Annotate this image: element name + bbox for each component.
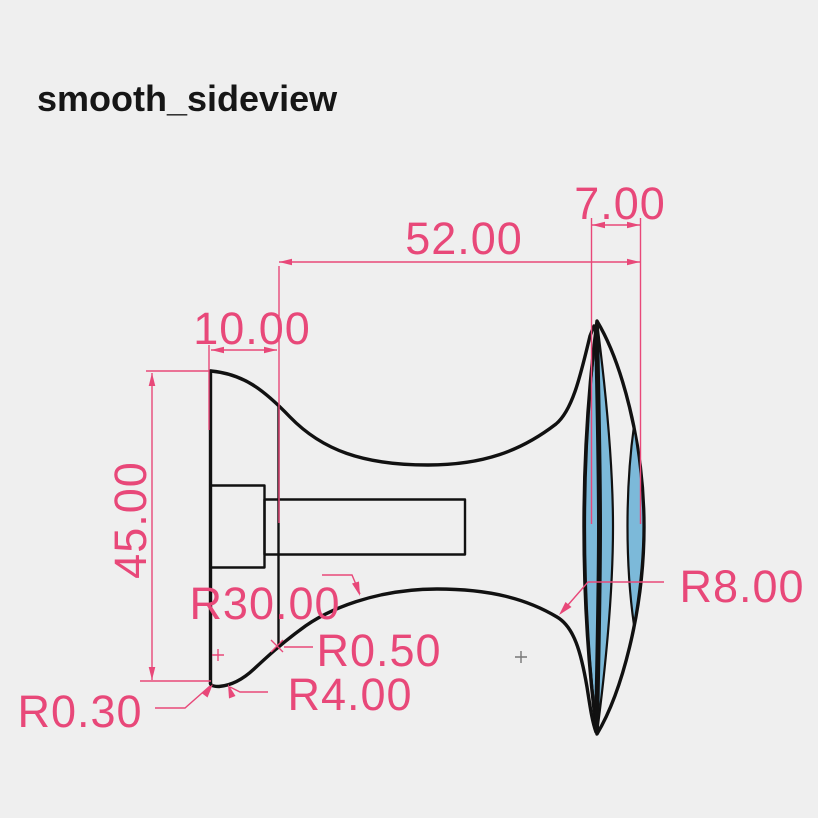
- arrow-10-right: [264, 346, 277, 354]
- arrow-10-left: [211, 346, 224, 354]
- arrow-45-top: [148, 373, 156, 386]
- center-point-marker-pink: [212, 649, 224, 661]
- dim-label-r8[interactable]: R8.00: [679, 561, 804, 612]
- arrow-r4: [228, 684, 236, 699]
- arrow-r8: [559, 602, 572, 615]
- cap-back-face-highlight[interactable]: [626, 425, 645, 626]
- dim-label-45[interactable]: 45.00: [105, 461, 156, 579]
- arrow-52-right: [627, 258, 640, 266]
- center-point-marker-gray: [515, 651, 527, 663]
- arrow-r30: [352, 581, 360, 596]
- dim-label-r050[interactable]: R0.50: [316, 625, 441, 676]
- marker-r050-point: [270, 639, 284, 653]
- arrow-52-left: [279, 258, 292, 266]
- arrow-r030: [201, 684, 213, 698]
- bottom-profile-edge[interactable]: [208, 587, 598, 734]
- screw-head-outline[interactable]: [209, 484, 266, 569]
- screw-shaft-outline[interactable]: [263, 498, 467, 556]
- dim-label-7[interactable]: 7.00: [574, 178, 666, 229]
- arrow-45-bottom: [148, 667, 156, 680]
- leader-r030: [155, 685, 211, 709]
- arrow-7-right: [627, 221, 640, 229]
- top-profile-edge[interactable]: [209, 324, 596, 467]
- dim-label-r4[interactable]: R4.00: [287, 669, 412, 720]
- leader-r8: [560, 581, 664, 614]
- cap-rim-edge[interactable]: [594, 325, 602, 730]
- arrow-7-left: [592, 221, 605, 229]
- drawing-title: smooth_sideview: [37, 78, 338, 119]
- dim-label-10[interactable]: 10.00: [193, 303, 311, 354]
- dim-label-r030[interactable]: R0.30: [17, 686, 142, 737]
- dim-label-52[interactable]: 52.00: [405, 213, 523, 264]
- leader-r4: [229, 686, 268, 693]
- dim-label-r30[interactable]: R30.00: [189, 578, 340, 629]
